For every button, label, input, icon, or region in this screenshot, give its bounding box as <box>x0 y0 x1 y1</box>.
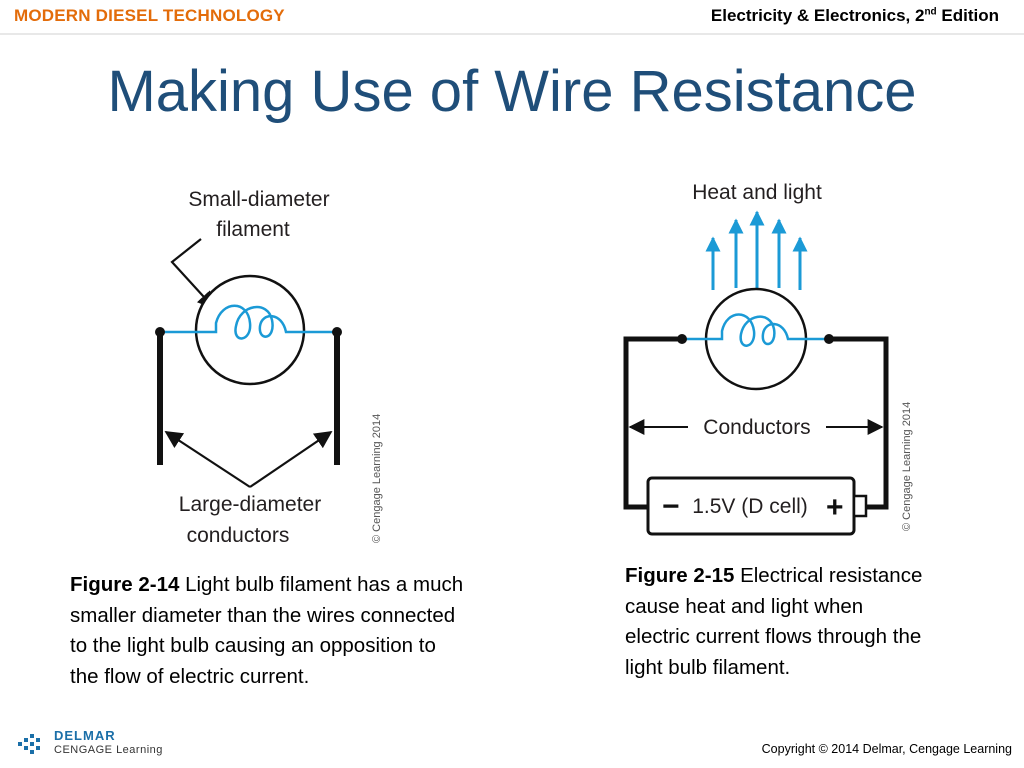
figure-2-14-diagram: Small-diameter filament Large-diameter c… <box>155 188 383 547</box>
delmar-logo-icon <box>18 734 40 754</box>
figure-2-15-diagram: Heat and light Conductors − 1.5V (D cell… <box>623 181 913 536</box>
delmar-logo-text: DELMAR <box>54 728 116 743</box>
figure-2-15-number: Figure 2-15 <box>625 564 735 587</box>
conductor-pointer-left <box>164 431 251 488</box>
small-diameter-label-line1: Small-diameter <box>188 188 329 211</box>
right-terminal-dot <box>332 327 342 337</box>
terminal-dot-right <box>824 334 834 344</box>
right-circuit-conductor <box>829 336 889 510</box>
large-diameter-label-line1: Large-diameter <box>179 493 321 516</box>
heat-and-light-label: Heat and light <box>692 181 822 204</box>
filament-wire <box>160 304 337 340</box>
figure-2-14-caption: Figure 2-14 Light bulb filament has a mu… <box>70 570 470 692</box>
copyright-notice: Copyright © 2014 Delmar, Cengage Learnin… <box>761 742 1012 756</box>
filament-wire-2 <box>682 313 829 347</box>
edition-word: Edition <box>936 6 999 25</box>
publication-name: MODERN DIESEL TECHNOLOGY <box>14 6 285 25</box>
conductor-pointer-right <box>249 431 333 488</box>
battery-terminal <box>852 494 868 518</box>
filament-pointer-arrow <box>170 238 216 310</box>
header-divider <box>0 33 1024 35</box>
figure-2-14-credit: © Cengage Learning 2014 <box>371 414 383 543</box>
cengage-logo-text: CENGAGE Learning <box>54 744 163 756</box>
figure-2-14-number: Figure 2-14 <box>70 573 180 596</box>
book-title: Electricity & Electronics, 2 <box>710 6 925 25</box>
figure-2-15-text: Electrical resistance cause heat and lig… <box>625 564 923 679</box>
terminal-dot-left <box>677 334 687 344</box>
conductors-label: Conductors <box>703 416 810 439</box>
small-diameter-label-line2: filament <box>216 218 290 241</box>
left-terminal-dot <box>155 327 165 337</box>
battery-label: 1.5V (D cell) <box>692 495 808 518</box>
edition-ordinal: nd <box>924 6 937 18</box>
large-diameter-label-line2: conductors <box>187 524 290 547</box>
battery-plus-sign: + <box>826 491 844 524</box>
figure-2-15-credit: © Cengage Learning 2014 <box>901 402 913 531</box>
book-edition: Electricity & Electronics, 2nd Edition <box>711 6 999 26</box>
left-circuit-conductor <box>623 336 682 510</box>
slide-title: Making Use of Wire Resistance <box>107 59 917 124</box>
figure-2-15-caption: Figure 2-15 Electrical resistance cause … <box>625 561 925 683</box>
battery-minus-sign: − <box>662 490 680 523</box>
figure-2-14-text: Light bulb filament has a much smaller d… <box>70 573 464 688</box>
